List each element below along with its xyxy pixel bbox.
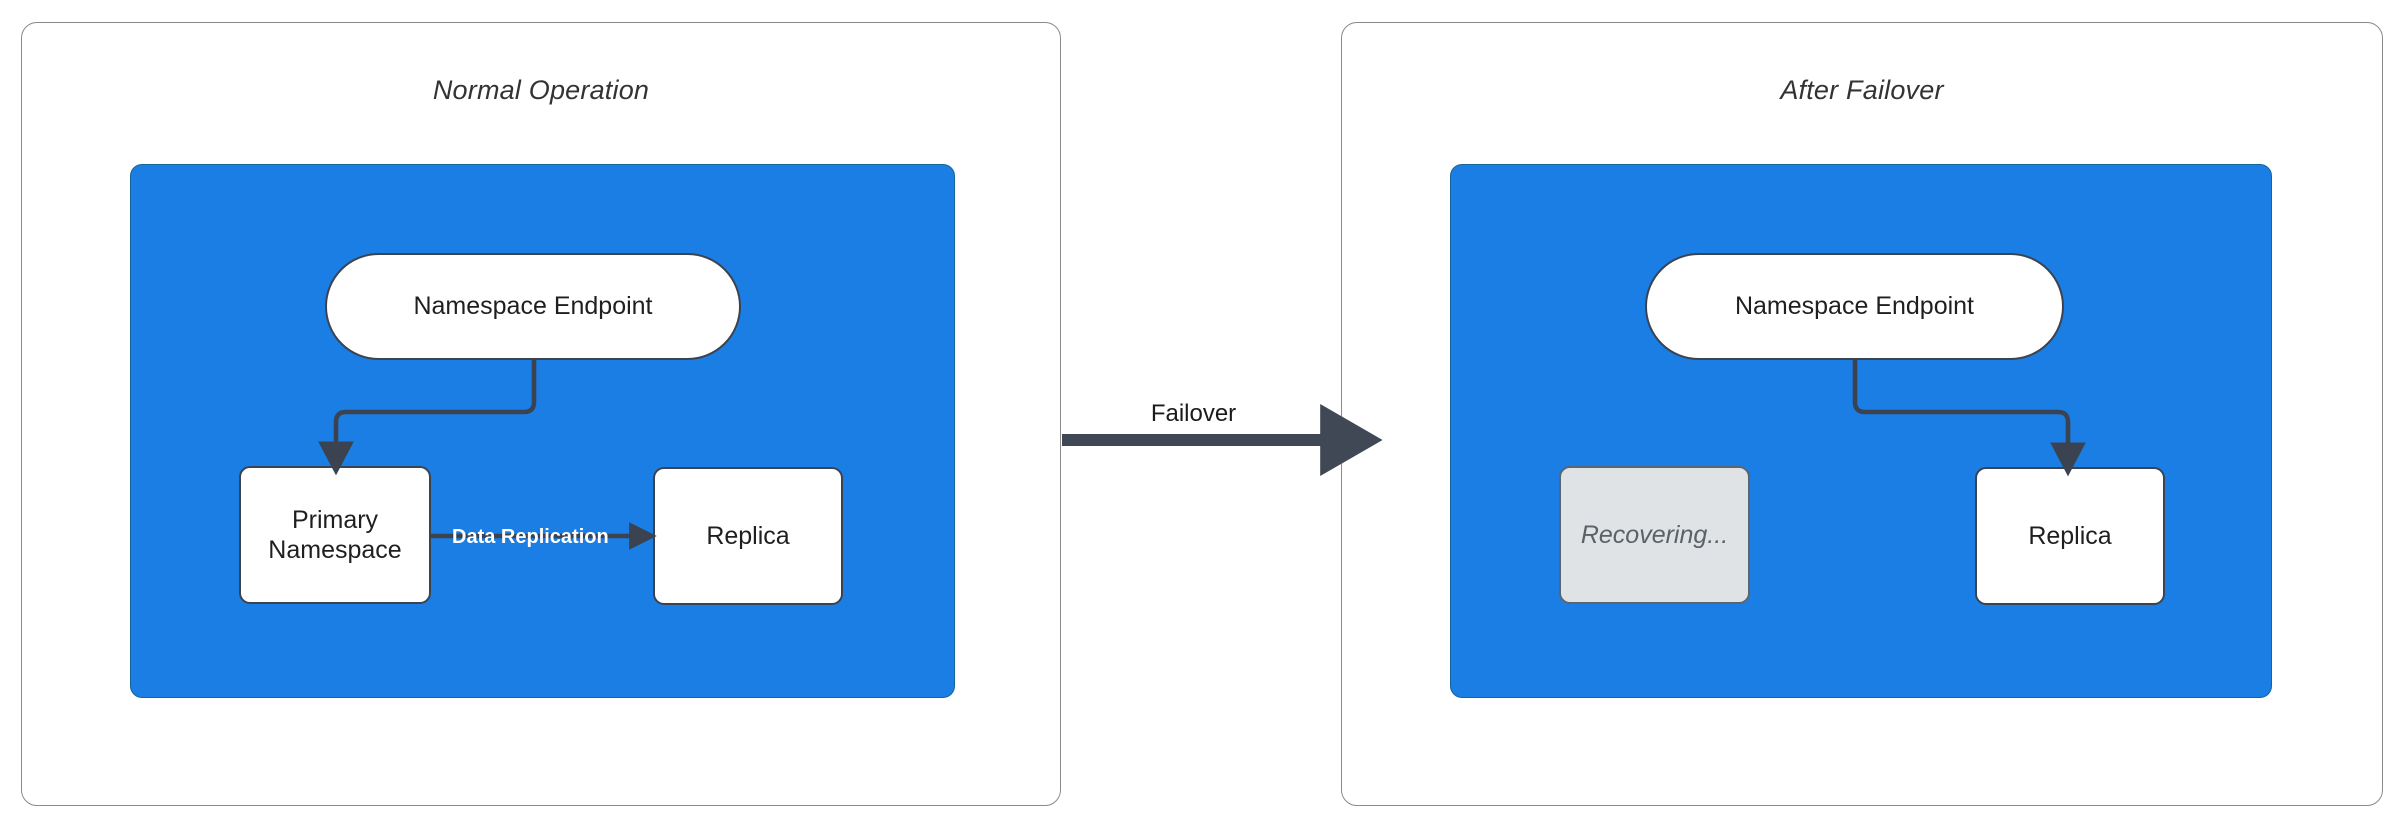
node-namespace-endpoint-left[interactable]: Namespace Endpoint [325,253,741,360]
node-label-primary-namespace-line1: Primary [291,505,379,534]
node-label-replica-left: Replica [706,521,790,550]
panel-title-normal-operation: Normal Operation [432,75,650,105]
node-label-recovering: Recovering... [1580,520,1729,549]
node-primary-namespace[interactable]: Primary Namespace [239,466,431,604]
node-label-primary-namespace-line2: Namespace [268,536,402,564]
node-namespace-endpoint-right[interactable]: Namespace Endpoint [1645,253,2064,360]
region-primary-site [130,164,955,698]
region-failover-site [1450,164,2272,698]
edge-label-data-replication: Data Replication [452,526,609,548]
node-replica-left[interactable]: Replica [653,467,843,605]
edge-label-failover: Failover [1150,400,1237,427]
node-label-replica-right: Replica [2028,521,2112,550]
node-recovering[interactable]: Recovering... [1559,466,1750,604]
panel-title-after-failover: After Failover [1780,75,1944,105]
node-label-primary-namespace: Primary Namespace [268,505,401,566]
node-replica-right[interactable]: Replica [1975,467,2165,605]
node-label-namespace-endpoint-right: Namespace Endpoint [1734,292,1975,321]
node-label-namespace-endpoint-left: Namespace Endpoint [413,292,653,321]
